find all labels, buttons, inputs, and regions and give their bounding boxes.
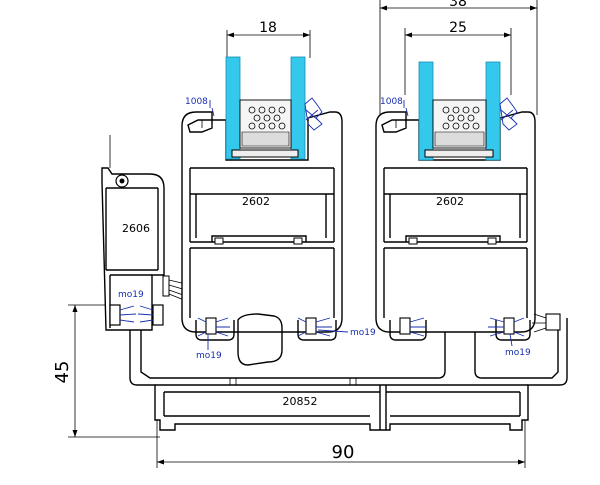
dimension-glass-right-outer: 38 [379,0,538,115]
glass-pane-right-2 [485,61,501,161]
sash-right: 2602 1008 [375,97,536,333]
frame-profile-label: 20852 [283,395,318,408]
glass-unit-left [225,56,323,160]
dimension-glass-left: 18 [226,20,311,58]
glazing-bead-label-left: 1008 [185,97,208,107]
dimension-glass-right-outer-label: 38 [449,0,467,10]
sash-left: 2602 1008 [181,97,343,333]
brush-seal-label-2: mo19 [196,351,222,361]
glass-pane-left-2 [290,56,306,160]
interlock-profile-label: 2606 [122,222,150,235]
sash-left-label: 2602 [242,195,270,208]
dimension-width: 90 [156,420,526,468]
glass-unit-right [418,61,518,161]
brush-seal-label-4: mo19 [505,348,531,358]
dimension-glass-left-label: 18 [259,20,277,36]
dimension-glass-right-inner: 25 [404,20,512,95]
glass-pane-right-1 [418,61,434,161]
dimension-height: 45 [52,304,160,438]
bottom-seals: mo19 mo19 mo19 [195,313,561,366]
glazing-bead-label-right: 1008 [380,97,403,107]
dimension-width-label: 90 [332,442,355,463]
frame-profile: 20852 [129,300,568,431]
brush-seal-label-1: mo19 [118,290,144,300]
glass-pane-left-1 [225,56,241,160]
interlock-profile: 2606 mo19 [101,135,187,331]
dimension-height-label: 45 [52,361,73,384]
dimension-glass-right-inner-label: 25 [449,20,467,36]
brush-seal-label-3: mo19 [350,328,376,338]
sash-right-label: 2602 [436,195,464,208]
